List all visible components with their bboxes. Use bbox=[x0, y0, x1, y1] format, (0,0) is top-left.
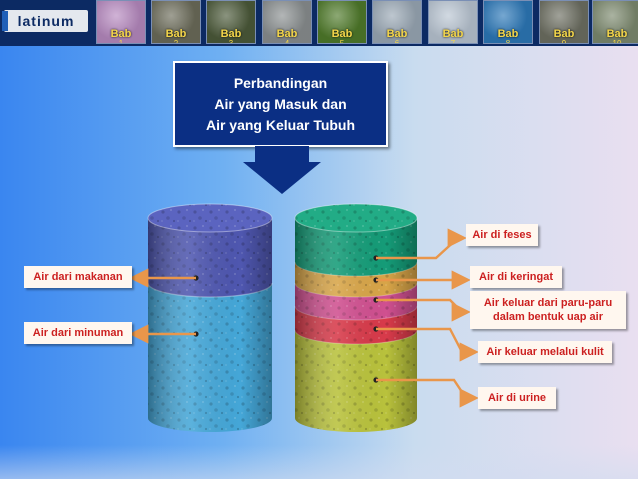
urine-arrow bbox=[376, 378, 479, 408]
label-lungs-line-2: dalam bentuk uap air bbox=[492, 311, 604, 323]
skin-arrow bbox=[376, 327, 479, 362]
chapter-thumb-label: Bab bbox=[553, 28, 575, 40]
intake-connectors bbox=[129, 268, 199, 344]
chapter-thumb-label: Bab bbox=[331, 28, 353, 40]
title-line-2: Air yang Masuk dan bbox=[214, 95, 347, 112]
chapter-thumb-number: 6 bbox=[394, 39, 400, 44]
chapter-thumb-label: Bab bbox=[220, 28, 242, 40]
logo-mark-icon bbox=[2, 11, 8, 31]
chapter-thumb-label: Bab bbox=[276, 28, 298, 40]
title-line-1: Perbandingan bbox=[233, 74, 328, 91]
chapter-thumb-number: 7 bbox=[450, 39, 456, 44]
down-arrow-icon bbox=[243, 146, 321, 194]
chapter-thumb-number: 5 bbox=[339, 39, 345, 44]
chapter-thumb-number: 1 bbox=[118, 39, 124, 44]
title-line-3: Air yang Keluar Tubuh bbox=[205, 116, 356, 133]
lungs-arrow bbox=[376, 298, 471, 322]
label-feces: Air di feses bbox=[466, 224, 538, 246]
chapter-thumb-number: 2 bbox=[173, 39, 179, 44]
latinum-logo[interactable]: latinum bbox=[2, 10, 88, 32]
label-urine: Air di urine bbox=[478, 387, 556, 409]
label-lungs: Air keluar dari paru-paru dalam bentuk u… bbox=[470, 291, 626, 329]
label-sweat: Air di keringat bbox=[470, 266, 562, 288]
label-food: Air dari makanan bbox=[24, 266, 132, 288]
chapter-thumb-label: Bab bbox=[606, 28, 628, 40]
feces-arrow bbox=[376, 228, 467, 260]
chapter-thumb-number: 8 bbox=[505, 39, 511, 44]
chapter-thumb-number: 10 bbox=[612, 39, 622, 44]
chapter-thumb-label: Bab bbox=[110, 28, 132, 40]
label-lungs-line-1: Air keluar dari paru-paru bbox=[483, 297, 613, 309]
logo-text: latinum bbox=[17, 13, 75, 29]
chapter-thumb-label: Bab bbox=[165, 28, 187, 40]
chapter-thumb-label: Bab bbox=[497, 28, 519, 40]
label-skin: Air keluar melalui kulit bbox=[478, 341, 612, 363]
chapter-thumb-label: Bab bbox=[386, 28, 408, 40]
output-connectors bbox=[373, 228, 479, 408]
chapter-thumb-number: 4 bbox=[284, 39, 290, 44]
chapter-thumb-number: 3 bbox=[228, 39, 234, 44]
chapter-thumb-label: Bab bbox=[442, 28, 464, 40]
intake-cylinder bbox=[147, 203, 273, 432]
label-drink: Air dari minuman bbox=[24, 322, 132, 344]
chapter-thumb-number: 9 bbox=[561, 39, 567, 44]
output-cylinder bbox=[294, 203, 418, 432]
